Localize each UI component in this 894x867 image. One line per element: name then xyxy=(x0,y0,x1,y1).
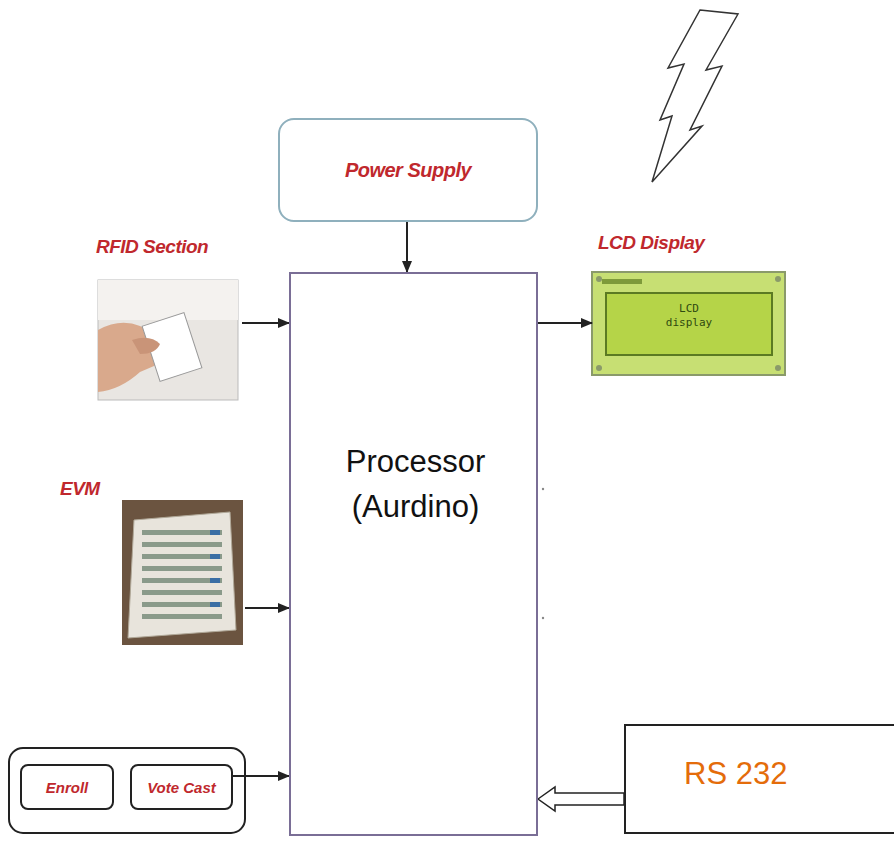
node-label: Enroll xyxy=(46,779,89,796)
evm-photo xyxy=(122,500,243,645)
signal-arrow xyxy=(233,775,289,777)
lightning-bolt xyxy=(652,10,738,182)
node-label: Vote Cast xyxy=(147,779,216,796)
node-label: Processor (Aurdino) xyxy=(326,440,506,530)
processor-box: Processor (Aurdino) xyxy=(289,272,538,836)
signal-arrow xyxy=(538,322,592,324)
button-group xyxy=(9,748,245,833)
signal-arrow xyxy=(245,607,289,609)
node-label: Power Supply xyxy=(345,159,471,182)
rfid-photo xyxy=(98,280,238,400)
rfid-section: RFID Section xyxy=(96,236,242,402)
lcd-picture xyxy=(592,272,785,375)
dot xyxy=(542,488,544,490)
signal-arrow xyxy=(406,222,408,272)
section-heading: EVM xyxy=(60,478,100,500)
section-heading: LCD Display xyxy=(598,232,704,254)
vote-cast-button: Vote Cast xyxy=(130,764,233,810)
bus-arrow xyxy=(538,787,624,811)
section-heading: RFID Section xyxy=(96,236,208,258)
power-supply-box: Power Supply xyxy=(278,118,538,222)
node-label: RS 232 xyxy=(684,756,787,792)
screen-text: LCD display xyxy=(618,302,760,330)
enroll-button: Enroll xyxy=(20,764,114,810)
signal-arrow xyxy=(242,322,289,324)
rs232-box: RS 232 xyxy=(624,724,894,834)
evm-section: EVM xyxy=(56,478,245,647)
dot xyxy=(542,617,544,619)
